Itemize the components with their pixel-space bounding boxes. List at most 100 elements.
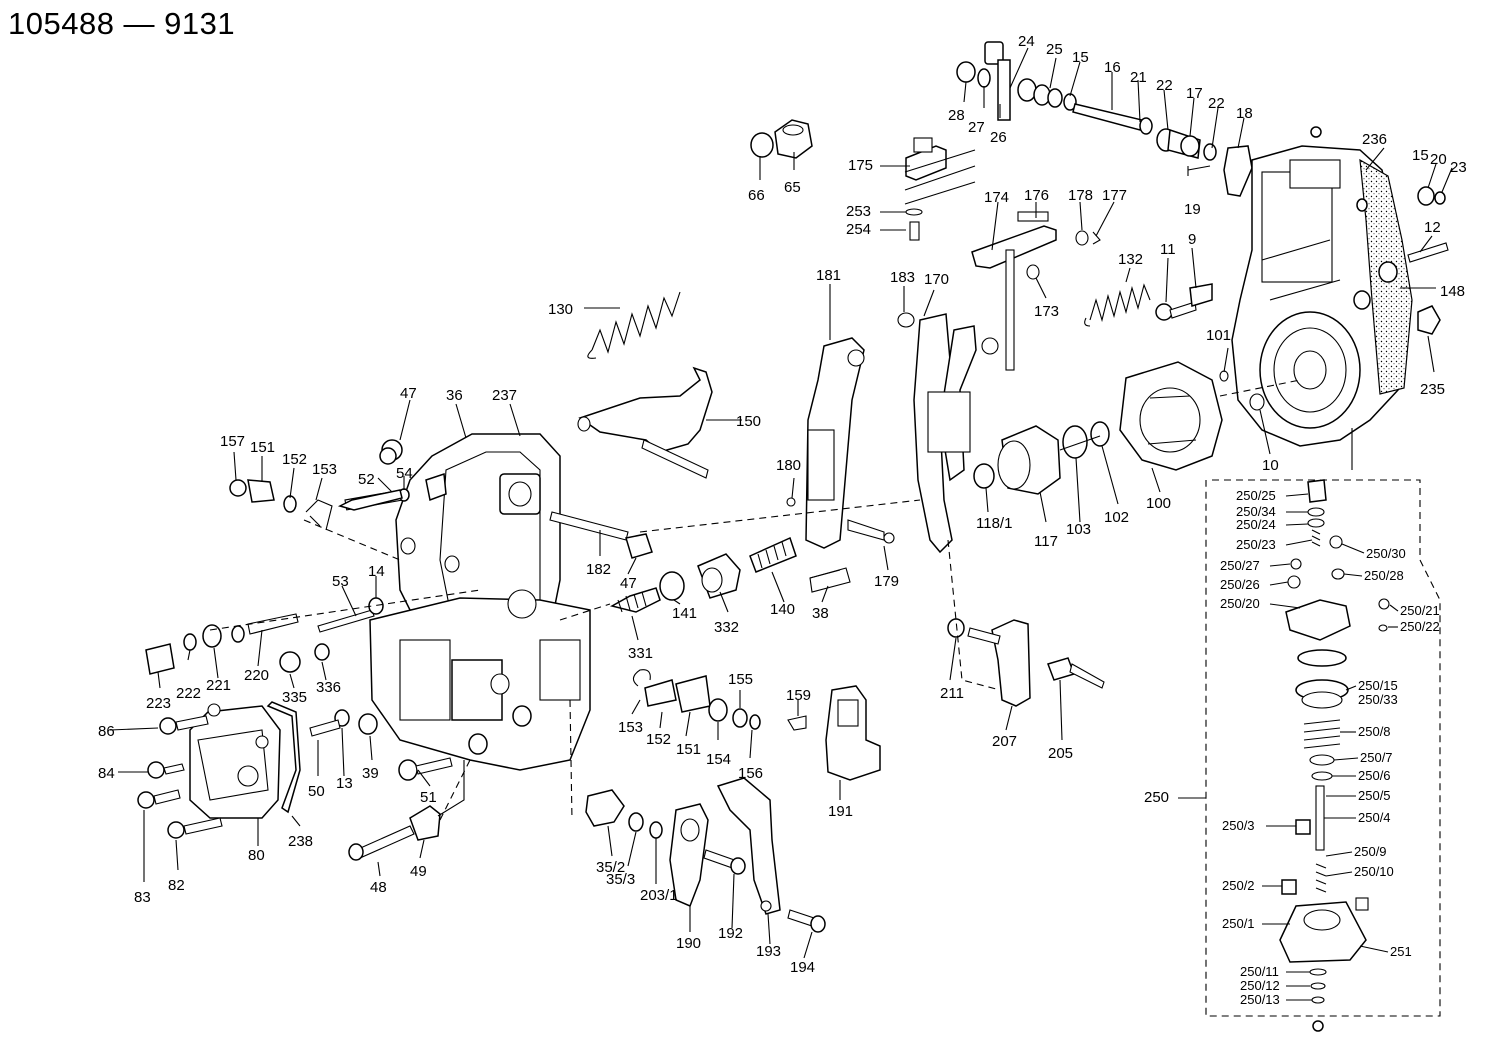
- callout-52: 52: [358, 471, 375, 488]
- callout-50: 50: [308, 783, 325, 800]
- callout-250-26: 250/26: [1220, 577, 1260, 592]
- callout-10: 10: [1262, 457, 1279, 474]
- callout-65: 65: [784, 179, 801, 196]
- callout-153: 153: [618, 719, 643, 736]
- callout-251: 251: [1390, 944, 1412, 959]
- callout-250-24: 250/24: [1236, 517, 1276, 532]
- callout-203-1: 203/1: [640, 887, 678, 904]
- callout-250-9: 250/9: [1354, 844, 1387, 859]
- assembly-250-frame: [1205, 479, 1441, 1017]
- callout-22: 22: [1156, 77, 1173, 94]
- callout-336: 336: [316, 679, 341, 696]
- flyweight-assembly: [973, 361, 1229, 495]
- callout-49: 49: [410, 863, 427, 880]
- callout-103: 103: [1066, 521, 1091, 538]
- callout-222: 222: [176, 685, 201, 702]
- callout-250-3: 250/3: [1222, 818, 1255, 833]
- callout-205: 205: [1048, 745, 1073, 762]
- callout-153: 153: [312, 461, 337, 478]
- callout-157: 157: [220, 433, 245, 450]
- callout-53: 53: [332, 573, 349, 590]
- callout-152: 152: [282, 451, 307, 468]
- callout-15: 15: [1412, 147, 1429, 164]
- callout-331: 331: [628, 645, 653, 662]
- callout-47: 47: [400, 385, 417, 402]
- callout-181: 181: [816, 267, 841, 284]
- callout-102: 102: [1104, 509, 1129, 526]
- callout-250-11: 250/11: [1240, 964, 1279, 979]
- block-191: [825, 685, 881, 781]
- callout-183: 183: [890, 269, 915, 286]
- callout-66: 66: [748, 187, 765, 204]
- governor-shaft-assembly: [956, 41, 1253, 197]
- callout-170: 170: [924, 271, 949, 288]
- callout-86: 86: [98, 723, 115, 740]
- callout-194: 194: [790, 959, 815, 976]
- callout-151: 151: [250, 439, 275, 456]
- callout-332: 332: [714, 619, 739, 636]
- callout-152: 152: [646, 731, 671, 748]
- callout-254: 254: [846, 221, 871, 238]
- callout-101: 101: [1206, 327, 1231, 344]
- callout-23: 23: [1450, 159, 1467, 176]
- callout-177: 177: [1102, 187, 1127, 204]
- callout-18: 18: [1236, 105, 1253, 122]
- callout-47: 47: [620, 575, 637, 592]
- callout-20: 20: [1430, 151, 1447, 168]
- spring-130-lever-150: [577, 291, 713, 479]
- callout-193: 193: [756, 943, 781, 960]
- callout-176: 176: [1024, 187, 1049, 204]
- callout-35-2: 35/2: [596, 859, 625, 876]
- callout-132: 132: [1118, 251, 1143, 268]
- lever-207: [947, 539, 1105, 707]
- callout-151: 151: [676, 741, 701, 758]
- guide-lines: [209, 379, 1353, 821]
- callout-192: 192: [718, 925, 743, 942]
- bracket-175: [904, 137, 976, 241]
- intermediate-housing: [369, 589, 591, 771]
- callout-117: 117: [1034, 533, 1058, 550]
- callout-14: 14: [368, 563, 385, 580]
- callout-100: 100: [1146, 495, 1171, 512]
- callout-178: 178: [1068, 187, 1093, 204]
- callout-238: 238: [288, 833, 313, 850]
- callout-250-23: 250/23: [1236, 537, 1276, 552]
- callout-211: 211: [940, 685, 964, 702]
- callout-250-4: 250/4: [1358, 810, 1391, 825]
- callout-250-12: 250/12: [1240, 978, 1280, 993]
- callout-39: 39: [362, 765, 379, 782]
- callout-250-21: 250/21: [1400, 603, 1440, 618]
- cover-80: [189, 701, 301, 819]
- callout-250-27: 250/27: [1220, 558, 1260, 573]
- callout-51: 51: [420, 789, 437, 806]
- callout-155: 155: [728, 671, 753, 688]
- callout-250-22: 250/22: [1400, 619, 1440, 634]
- callout-175: 175: [848, 157, 873, 174]
- callout-250-28: 250/28: [1364, 568, 1404, 583]
- callout-48: 48: [370, 879, 387, 896]
- leader-lines: [109, 47, 1453, 1001]
- callout-17: 17: [1186, 85, 1203, 102]
- callout-179: 179: [874, 573, 899, 590]
- callout-180: 180: [776, 457, 801, 474]
- callout-250-33: 250/33: [1358, 692, 1398, 707]
- callout-156: 156: [738, 765, 763, 782]
- callout-220: 220: [244, 667, 269, 684]
- lower-fittings: [585, 777, 826, 933]
- callout-9: 9: [1188, 231, 1196, 248]
- callout-250-10: 250/10: [1354, 864, 1394, 879]
- callout-207: 207: [992, 733, 1017, 750]
- callout-80: 80: [248, 847, 265, 864]
- callout-236: 236: [1362, 131, 1387, 148]
- callout-173: 173: [1034, 303, 1059, 320]
- callout-250-25: 250/25: [1236, 488, 1276, 503]
- callout-250-2: 250/2: [1222, 878, 1255, 893]
- callout-250-13: 250/13: [1240, 992, 1280, 1007]
- callout-83: 83: [134, 889, 151, 906]
- callout-250-34: 250/34: [1236, 504, 1276, 519]
- callout-21: 21: [1130, 69, 1147, 86]
- spring-132: [1084, 283, 1213, 327]
- callout-250-20: 250/20: [1220, 596, 1260, 611]
- callout-16: 16: [1104, 59, 1121, 76]
